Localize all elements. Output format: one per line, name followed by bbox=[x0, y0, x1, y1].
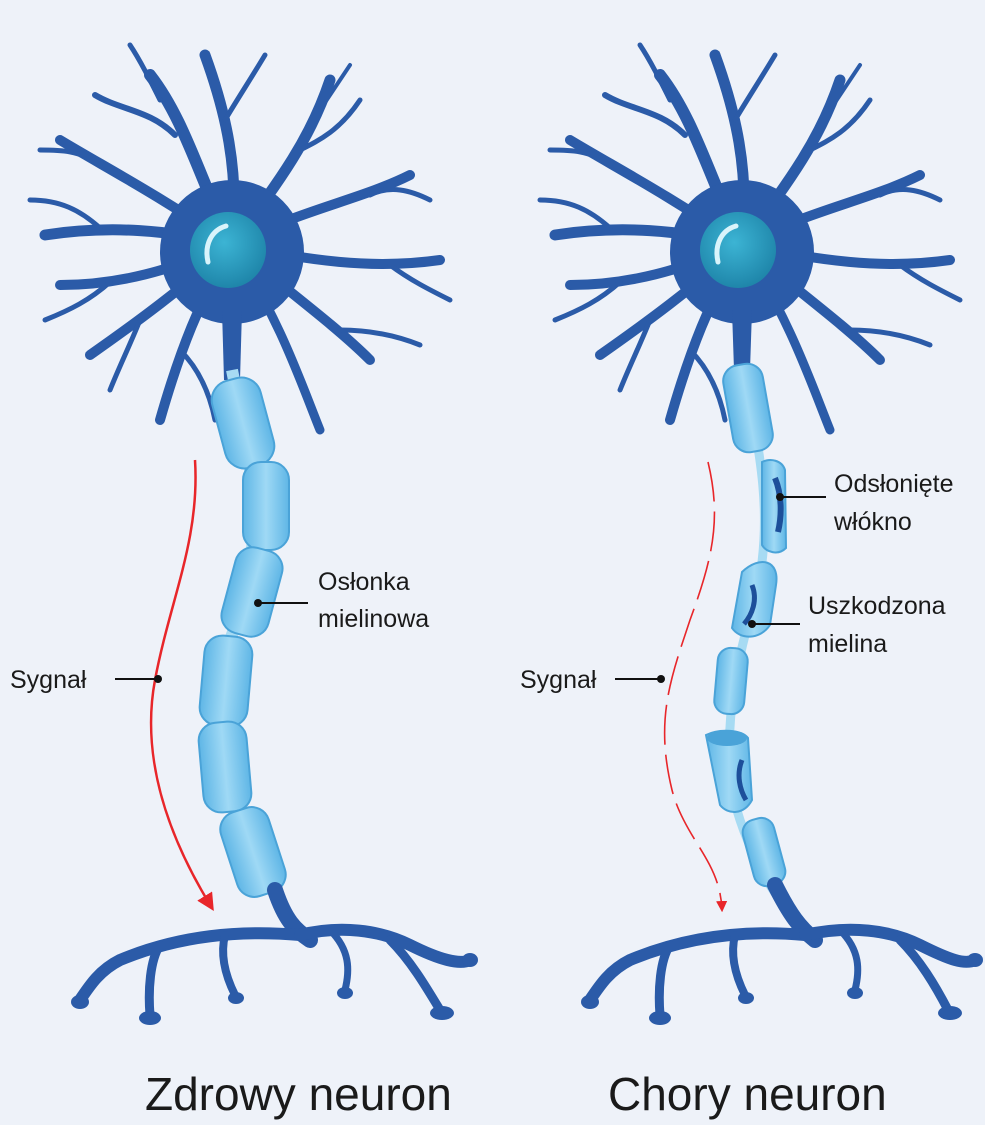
damaged-myelin-label-line1: Uszkodzona bbox=[808, 592, 946, 620]
diseased-nucleus bbox=[700, 212, 776, 288]
healthy-neuron-title: Zdrowy neuron bbox=[145, 1068, 452, 1120]
exposed-fiber-label-line1: Odsłonięte bbox=[834, 470, 954, 498]
myelin-label-line2: mielinowa bbox=[318, 605, 429, 633]
diseased-signal-label: Sygnał bbox=[520, 666, 597, 694]
diseased-axon-terminal bbox=[590, 885, 975, 1015]
healthy-signal-label: Sygnał bbox=[10, 666, 87, 694]
healthy-axon-terminal bbox=[80, 890, 470, 1015]
diseased-signal-arrow bbox=[665, 462, 722, 910]
diseased-myelin-segments bbox=[706, 361, 788, 889]
healthy-myelin-sheath bbox=[197, 373, 290, 902]
healthy-nucleus bbox=[190, 212, 266, 288]
myelin-label-line1: Osłonka bbox=[318, 568, 410, 596]
diseased-neuron-title: Chory neuron bbox=[608, 1068, 887, 1120]
healthy-neuron bbox=[30, 45, 478, 1025]
exposed-fiber-label-line2: włókno bbox=[833, 508, 912, 536]
damaged-myelin-label-line2: mielina bbox=[808, 630, 887, 658]
diseased-neuron bbox=[540, 45, 983, 1025]
